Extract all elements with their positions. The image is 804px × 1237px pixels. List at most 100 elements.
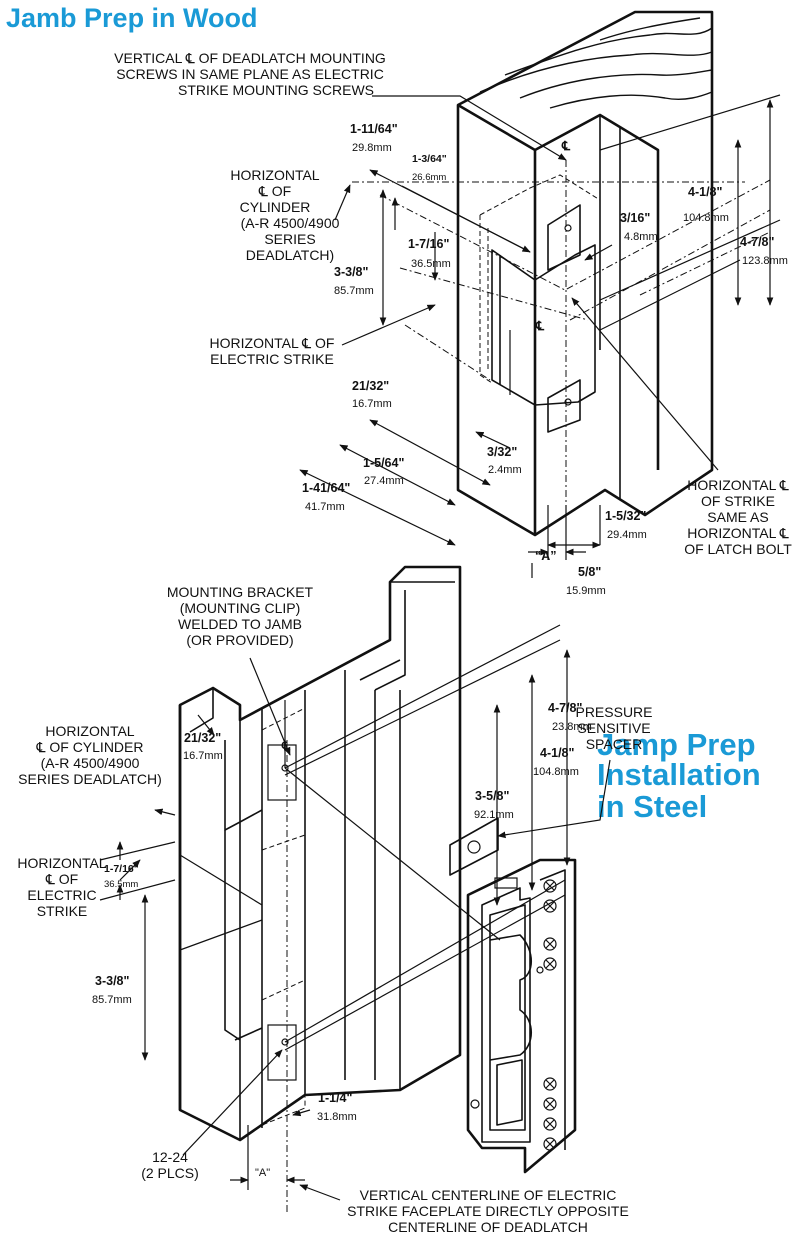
electric-strike-drawing (449, 817, 577, 1174)
note-cyl-6: DEADLATCH) (246, 247, 334, 263)
note-bracket-4: (OR PROVIDED) (186, 632, 293, 648)
wood-title: Jamb Prep in Wood (6, 3, 258, 33)
dim-steel-1-7-16: 1-7/16" (104, 863, 139, 875)
note-steel-cyl-2: ℄ OF CYLINDER (35, 739, 143, 755)
dim-3-16: 3/16" (620, 211, 650, 225)
svg-text:12-24(2 PLCS): 12-24(2 PLCS) (141, 1149, 199, 1181)
note-cyl-4: (A-R 4500/4900 (241, 215, 340, 231)
steel-jamb-drawing: ℄ (178, 565, 566, 1215)
dim-36-5mm: 36.5mm (411, 258, 451, 270)
dim-steel-4-1-8: 4-1/8" (540, 746, 574, 760)
note-estrike-1: HORIZONTAL ℄ OF (210, 335, 335, 351)
steel-notes: MOUNTING BRACKET(MOUNTING CLIP)WELDED TO… (17, 584, 652, 1235)
note-estrike-2: ELECTRIC STRIKE (210, 351, 334, 367)
dim-4-7-8: 4-7/8" (740, 235, 774, 249)
dim-steel-3-3-8: 3-3/8" (95, 974, 129, 988)
note-steel-strike-1: HORIZONTAL (17, 855, 106, 871)
svg-text:HORIZONTAL℄ OF CYLINDER(A-R 45: HORIZONTAL℄ OF CYLINDER(A-R 4500/4900SER… (18, 723, 162, 787)
note-plane-2: SCREWS IN SAME PLANE AS ELECTRIC (116, 66, 384, 82)
dim-21-32: 21/32" (352, 379, 389, 393)
dim-3-32: 3/32" (487, 445, 517, 459)
note-cyl-3: CYLINDER (240, 199, 311, 215)
dim-steel-16-7mm: 16.7mm (183, 750, 223, 762)
note-cyl-2: ℄ OF (258, 183, 291, 199)
dim-104-8mm: 104.8mm (683, 212, 729, 224)
note-latch-1: HORIZONTAL ℄ (687, 477, 789, 493)
note-steel-strike-3: ELECTRIC (27, 887, 96, 903)
dim-steel-23-8mm: 23.8mm (552, 721, 592, 733)
note-bracket-1: MOUNTING BRACKET (167, 584, 314, 600)
note-steel-cyl-1: HORIZONTAL (45, 723, 134, 739)
wood-dimension-labels: 1-11/64" 29.8mm 1-3/64" 26.6mm 1-7/16" 3… (302, 122, 788, 597)
dim-15-9mm: 15.9mm (566, 585, 606, 597)
dim-1-41-64: 1-41/64" (302, 481, 350, 495)
dim-a-wood: “A” (535, 549, 557, 563)
dim-steel-4-7-8: 4-7/8" (548, 701, 582, 715)
note-screw-1: 12-24 (152, 1149, 188, 1165)
note-latch-5: OF LATCH BOLT (684, 541, 792, 557)
note-steel-strike-2: ℄ OF (45, 871, 78, 887)
steel-title-1: Jamp Prep (597, 727, 756, 762)
steel-title: Jamp Prep Installation in Steel (597, 727, 761, 824)
note-bracket-2: (MOUNTING CLIP) (180, 600, 301, 616)
dim-steel-104-8mm: 104.8mm (533, 766, 579, 778)
note-vertical-1: VERTICAL CENTERLINE OF ELECTRIC (360, 1187, 617, 1203)
dim-steel-1-1-4: 1-1/4" (318, 1091, 352, 1105)
wood-cl-vertical: ℄ (561, 139, 571, 153)
dim-85-7mm: 85.7mm (334, 285, 374, 297)
steel-dimension-lines (99, 649, 611, 1201)
svg-text:MOUNTING BRACKET(MOUNTING CLIP: MOUNTING BRACKET(MOUNTING CLIP)WELDED TO… (167, 584, 314, 648)
dim-29-4mm: 29.4mm (607, 529, 647, 541)
note-spacer-2: SENSITIVE (577, 720, 650, 736)
note-bracket-3: WELDED TO JAMB (178, 616, 302, 632)
note-steel-strike-4: STRIKE (37, 903, 88, 919)
note-latch-2: OF STRIKE (701, 493, 775, 509)
dim-1-3-64: 1-3/64" (412, 153, 447, 165)
note-latch-3: SAME AS (707, 509, 768, 525)
wood-jamb-drawing: ℄ ℄ (352, 10, 781, 537)
wood-dimension-lines (299, 95, 774, 578)
dim-27-4mm: 27.4mm (364, 475, 404, 487)
note-cyl-1: HORIZONTAL (230, 167, 319, 183)
dim-26-6mm: 26.6mm (412, 172, 446, 183)
note-plane-3: STRIKE MOUNTING SCREWS (178, 82, 374, 98)
note-vertical-2: STRIKE FACEPLATE DIRECTLY OPPOSITE (347, 1203, 629, 1219)
dim-3-3-8: 3-3/8" (334, 265, 368, 279)
note-steel-cyl-4: SERIES DEADLATCH) (18, 771, 162, 787)
dim-steel-36-5mm: 36.5mm (104, 879, 138, 890)
dim-2-4mm: 2.4mm (488, 464, 522, 476)
dim-4-8mm: 4.8mm (624, 231, 658, 243)
note-spacer-1: PRESSURE (575, 704, 652, 720)
dim-16-7mm: 16.7mm (352, 398, 392, 410)
dim-123-8mm: 123.8mm (742, 255, 788, 267)
dim-4-1-8: 4-1/8" (688, 185, 722, 199)
dim-steel-31-8mm: 31.8mm (317, 1111, 357, 1123)
dim-5-8: 5/8" (578, 565, 601, 579)
steel-dimension-labels: 4-7/8" 23.8mm 4-1/8" 104.8mm 3-5/8" 92.1… (92, 701, 592, 1179)
note-plane-1: VERTICAL ℄ OF DEADLATCH MOUNTING (114, 50, 386, 66)
dim-1-5-64: 1-5/64" (363, 456, 404, 470)
dim-steel-21-32: 21/32" (184, 731, 221, 745)
note-steel-cyl-3: (A-R 4500/4900 (41, 755, 140, 771)
dim-29-8mm: 29.8mm (352, 142, 392, 154)
steel-title-2: Installation (597, 757, 761, 792)
dim-1-7-16: 1-7/16" (408, 237, 449, 251)
dim-steel-92-1mm: 92.1mm (474, 809, 514, 821)
dim-steel-3-5-8: 3-5/8" (475, 789, 509, 803)
wood-cl-mid: ℄ (535, 319, 545, 333)
note-cyl-5: SERIES (264, 231, 315, 247)
note-screw-2: (2 PLCS) (141, 1165, 199, 1181)
steel-title-3: in Steel (597, 789, 707, 824)
dim-41-7mm: 41.7mm (305, 501, 345, 513)
dim-1-11-64: 1-11/64" (350, 122, 398, 136)
note-vertical-3: CENTERLINE OF DEADLATCH (388, 1219, 588, 1235)
note-spacer-3: SPACER (586, 736, 643, 752)
